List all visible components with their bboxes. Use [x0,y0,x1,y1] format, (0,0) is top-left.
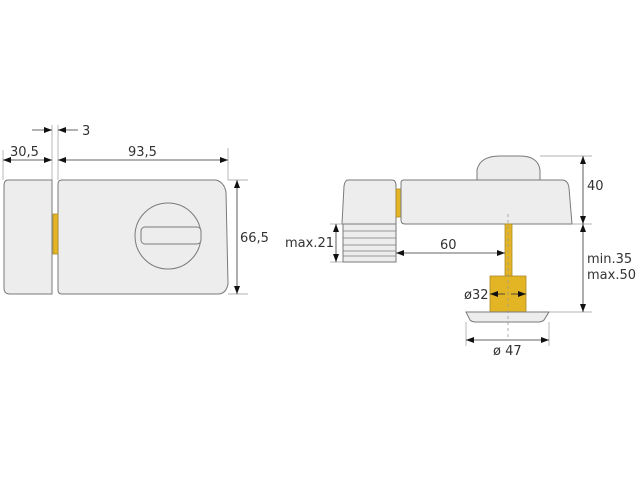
keyhole-slot-icon [140,226,202,245]
keeper-body [3,179,53,295]
rosette-diameter-label: ø 47 [493,344,522,359]
bolt-side [395,188,402,218]
turn-knob [476,155,541,181]
bolt-offset-label: 60 [440,238,457,253]
spindle-max-label: max.50 [587,268,636,283]
keeper-side [341,179,397,225]
keeper-fins [342,223,397,263]
rosette [465,311,550,323]
spindle [504,223,513,277]
side-view: 40 max.21 60 min.35 max.50 ø32 ø 47 [285,155,636,359]
knob-height-label: 40 [587,179,604,194]
lock-body-side [400,179,573,225]
front-view: 3 30,5 93,5 66,5 [2,124,269,295]
height-label: 66,5 [240,231,269,246]
keeper-width-label: 30,5 [10,145,39,160]
spindle-min-label: min.35 [587,252,632,267]
cylinder-diameter-label: ø32 [464,288,489,303]
gap-dim-label: 3 [82,124,90,139]
lock-width-label: 93,5 [128,145,157,160]
keeper-depth-label: max.21 [285,236,334,251]
bolt-front [52,213,59,255]
